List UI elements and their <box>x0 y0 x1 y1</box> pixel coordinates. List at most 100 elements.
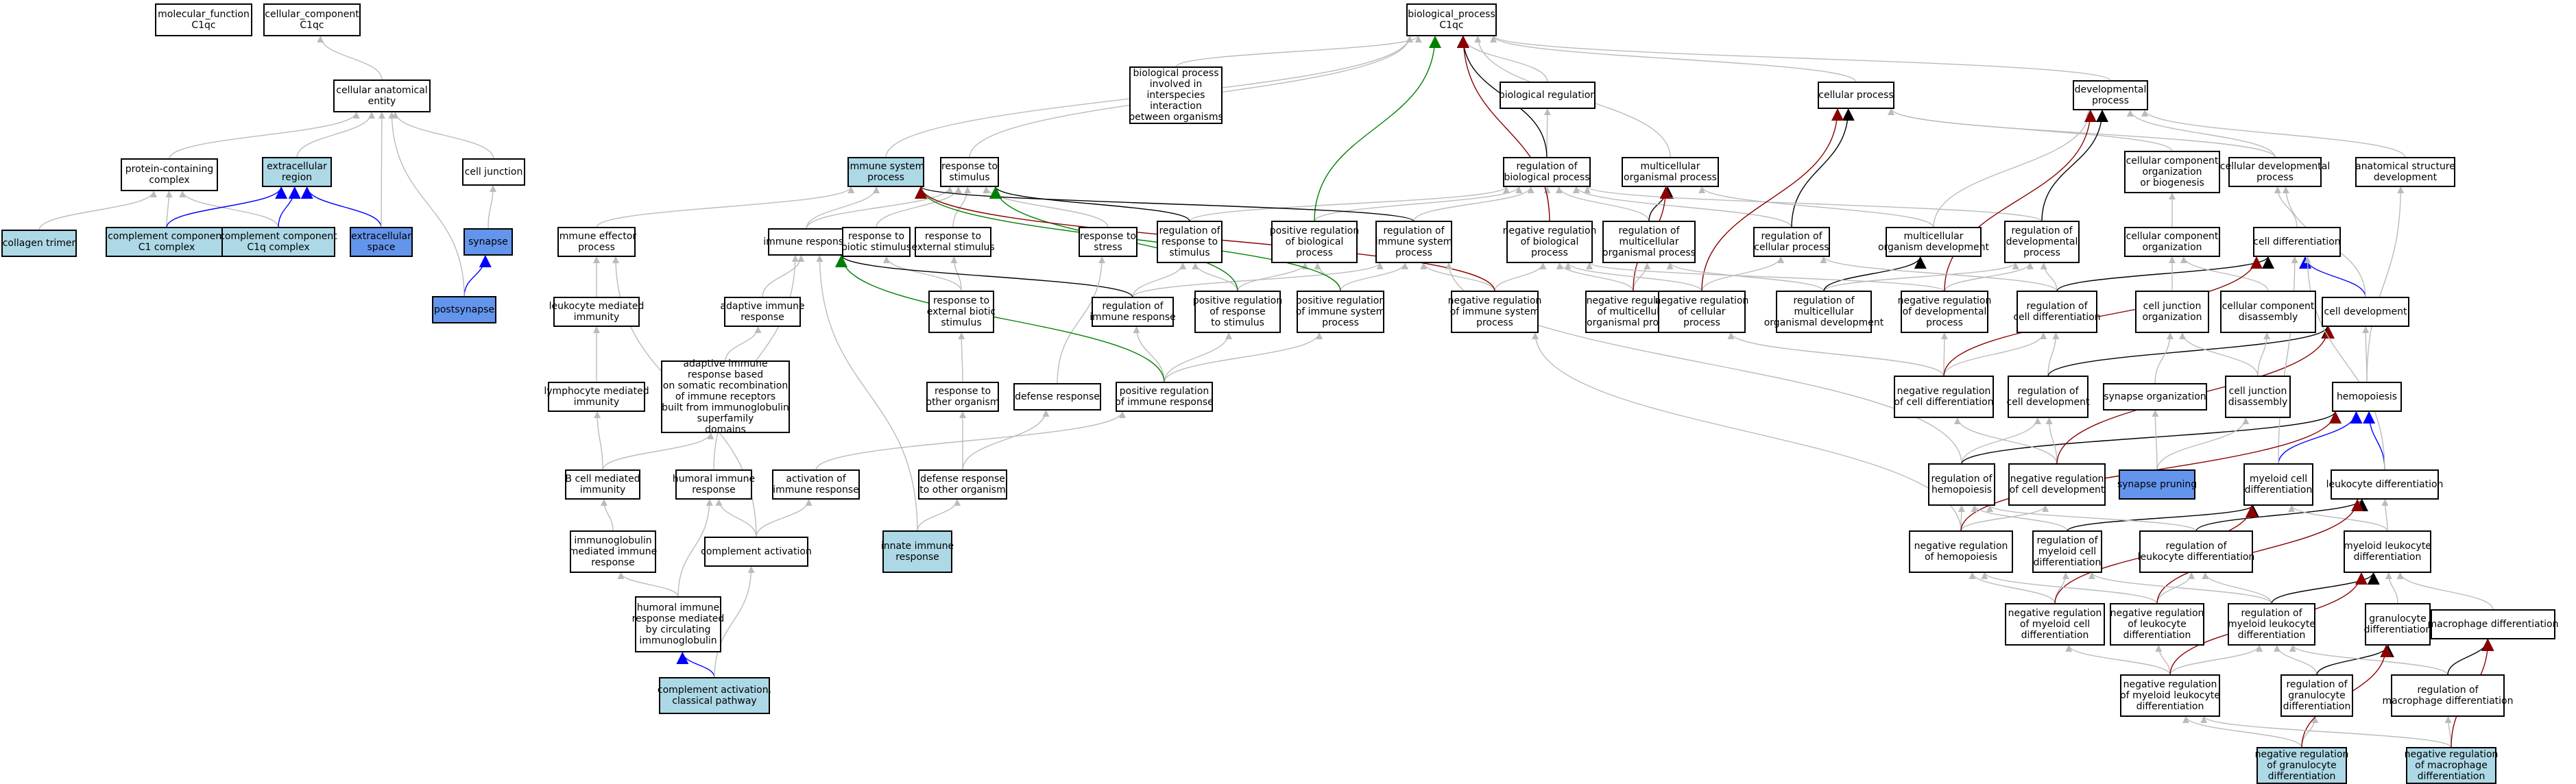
node-box <box>2110 603 2204 646</box>
edge-is_a <box>1888 108 2276 158</box>
edge-is_a <box>596 186 855 228</box>
node-label: domains <box>705 424 746 435</box>
node-box <box>1894 376 1994 418</box>
node-box <box>1818 82 1894 109</box>
node-label: C1 complex <box>139 242 195 253</box>
node-label: regulation of <box>2417 685 2479 696</box>
edge-is_a <box>2301 715 2319 748</box>
node-label: mediated immune <box>569 546 658 557</box>
node-label: involved in <box>1150 79 1203 90</box>
node-label: cell junction <box>2143 301 2202 312</box>
node-label: of biological <box>1521 236 1579 247</box>
node-syn: synapse <box>464 228 513 256</box>
node-label: cellular developmental <box>2220 161 2330 172</box>
edge-regulates <box>2047 326 2334 377</box>
edge-is_a <box>165 190 173 228</box>
node-label: multicellular <box>1794 306 1854 317</box>
node-label: differentiation <box>2283 701 2351 712</box>
node-box <box>155 3 252 36</box>
node-label: myeloid cell <box>2250 474 2307 485</box>
node-label: hemopoiesis <box>1931 485 1992 495</box>
node-box <box>1753 227 1830 257</box>
node-box <box>2406 747 2496 784</box>
node-label: response <box>895 552 939 563</box>
node-box <box>1375 221 1452 263</box>
edge-is_a <box>1420 262 1495 292</box>
node-box <box>106 227 228 257</box>
edge-is_a <box>1164 332 1323 383</box>
node-label: C1qc <box>300 20 324 31</box>
node-box <box>940 157 999 187</box>
edge-is_a <box>1572 186 1792 228</box>
node-label: synapse <box>468 236 508 247</box>
edge-is_a <box>600 498 614 532</box>
node-box <box>553 297 640 327</box>
node-label: response based <box>688 369 763 380</box>
node-label: regulation of <box>1516 161 1578 172</box>
node-label: cell development <box>2324 306 2407 317</box>
node-label: of macrophage <box>2415 760 2488 771</box>
edge-is_a <box>296 111 376 158</box>
edge-is_a <box>1564 262 1702 292</box>
node-label: anatomical structure <box>2355 161 2455 172</box>
node-label: complement component <box>219 231 337 242</box>
edge-regulates <box>989 186 1190 222</box>
node-label: negative regulation <box>1655 295 1749 306</box>
node-label: organization <box>2142 242 2202 253</box>
node-md: macrophage differentiation <box>2428 609 2558 639</box>
node-label: cell junction <box>2229 386 2287 397</box>
node-label: process <box>1683 317 1720 328</box>
node-label: stimulus <box>941 317 981 328</box>
node-box <box>2124 227 2220 257</box>
node-label: molecular_function <box>158 9 250 20</box>
node-box <box>2124 151 2220 193</box>
edge-is_a <box>1971 504 2068 532</box>
edge-is_a <box>1666 262 1825 292</box>
node-box <box>2004 221 2080 263</box>
node-label: response mediated <box>632 613 725 624</box>
edge-part_of <box>676 651 715 678</box>
edge-part_of <box>2278 411 2363 465</box>
node-label: of myeloid leukocyte <box>2120 690 2220 701</box>
edge-is_a <box>317 35 383 81</box>
edge-regulates <box>2067 504 2259 532</box>
node-label: biological_process <box>1408 9 1495 20</box>
edge-is_a <box>388 111 465 297</box>
node-box <box>1092 297 1174 327</box>
edge-is_a <box>2381 498 2389 532</box>
edge-is_a <box>952 186 972 228</box>
edge-is_a <box>2169 644 2263 676</box>
node-label: lymphocyte mediated <box>544 386 649 397</box>
node-label: of cellular <box>1678 306 1725 317</box>
node-label: cellular component <box>2222 301 2315 312</box>
node-label: negative regulation <box>1897 386 1991 397</box>
edge-is_a <box>2289 644 2448 676</box>
edge-is_a <box>2274 186 2298 228</box>
node-label: by circulating <box>646 624 711 635</box>
node-label: between organisms <box>1129 112 1223 123</box>
node-label: postsynapse <box>434 304 494 315</box>
node-box <box>1297 291 1384 333</box>
node-label: organization <box>2142 312 2202 323</box>
node-box <box>1901 291 1988 333</box>
edge-is_a <box>1164 332 1233 383</box>
node-label: negative regulation <box>1448 295 1542 306</box>
node-label: disassembly <box>2239 312 2298 323</box>
node-label: immunity <box>574 397 620 408</box>
edge-is_a <box>2088 572 2272 604</box>
node-der: defense response <box>1013 383 1101 411</box>
